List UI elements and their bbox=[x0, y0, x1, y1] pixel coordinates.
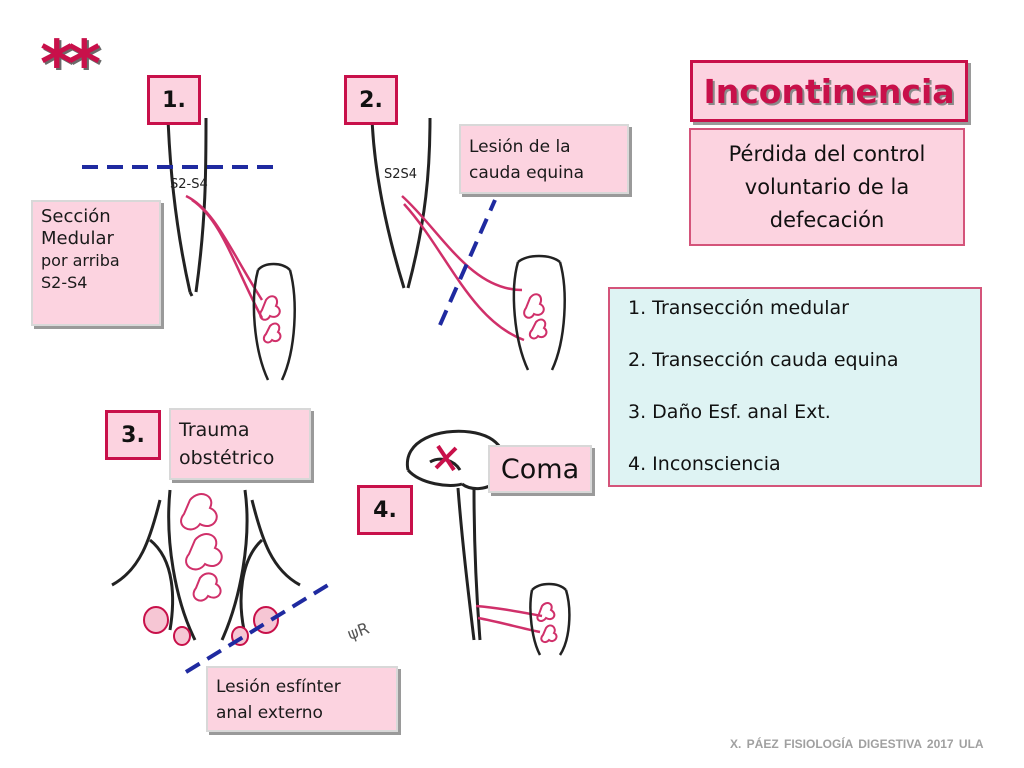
definition-line: Pérdida del control bbox=[728, 141, 926, 166]
list-item: 2. Transección cauda equina bbox=[628, 349, 899, 371]
panel4-x-mark bbox=[434, 444, 458, 472]
definition-text: Pérdida del control voluntario de la def… bbox=[719, 138, 936, 237]
title-box: Incontinencia bbox=[690, 60, 968, 122]
panel2-label-line: Lesión de la bbox=[469, 137, 571, 157]
panel4-rectum-content bbox=[536, 602, 558, 644]
panel2-dashed-cut bbox=[438, 199, 497, 326]
panel1-label: Sección Medular por arriba S2-S4 bbox=[31, 200, 161, 326]
panel2-label-line: cauda equina bbox=[469, 163, 585, 183]
panel2-number: 2. bbox=[344, 75, 398, 125]
panel1-label-line: Sección bbox=[41, 206, 111, 227]
panel3-pelvis bbox=[111, 489, 301, 641]
panel1-rectum-content bbox=[259, 295, 282, 344]
panel4-label-text: Coma bbox=[500, 453, 580, 485]
panel4-nerves bbox=[475, 604, 543, 634]
panel2-spinal-cord bbox=[370, 117, 432, 289]
panel4-label: Coma bbox=[488, 445, 592, 493]
causes-list: 1. Transección medular 2. Transección ca… bbox=[608, 287, 982, 487]
definition-box: Pérdida del control voluntario de la def… bbox=[689, 128, 965, 246]
panel2-nerves bbox=[401, 195, 525, 342]
panel1-label-line: por arriba bbox=[41, 251, 120, 270]
panel3-label-line: obstétrico bbox=[179, 447, 275, 469]
panel1-cord-label: S2-S4 bbox=[170, 177, 208, 192]
panel1-spinal-cord bbox=[166, 117, 208, 297]
list-item: 3. Daño Esf. anal Ext. bbox=[628, 401, 831, 423]
panel1-label-line: S2-S4 bbox=[41, 273, 88, 292]
footer-credit: X. PÁEZ FISIOLOGÍA DIGESTIVA 2017 ULA bbox=[730, 737, 984, 751]
list-item: 4. Inconsciencia bbox=[628, 453, 781, 475]
panel1-nerves bbox=[185, 194, 264, 319]
slide-title: Incontinencia bbox=[703, 71, 955, 111]
panel2-rectum-content bbox=[523, 293, 548, 340]
panel3-bottom-label: Lesión esfínter anal externo bbox=[206, 666, 398, 732]
panel3-label: Trauma obstétrico bbox=[169, 408, 311, 480]
panel1-label-line: Medular bbox=[41, 228, 114, 249]
panel4-rectum bbox=[529, 582, 571, 656]
panel3-dashed-cut bbox=[184, 583, 330, 674]
panel2-cord-label: S2S4 bbox=[384, 167, 417, 182]
panel3-signature-mark: ψR bbox=[345, 618, 372, 643]
panel3-bottom-label-line: Lesión esfínter bbox=[216, 677, 341, 697]
panel3-sphincter-muscles bbox=[143, 606, 279, 646]
panel3-label-line: Trauma bbox=[179, 419, 250, 441]
panel2-label: Lesión de la cauda equina bbox=[459, 124, 629, 194]
panel4-spinal-cord bbox=[456, 487, 482, 641]
panel3-bottom-label-line: anal externo bbox=[216, 703, 323, 723]
panel2-rectum bbox=[512, 254, 566, 371]
definition-line: defecación bbox=[769, 207, 885, 232]
panel3-intestine-content bbox=[180, 493, 223, 602]
panel4-number: 4. bbox=[357, 485, 413, 535]
panel1-number: 1. bbox=[147, 75, 201, 125]
definition-line: voluntario de la bbox=[744, 174, 910, 199]
list-item: 1. Transección medular bbox=[628, 297, 849, 319]
panel1-rectum bbox=[252, 262, 296, 381]
panel3-number: 3. bbox=[105, 410, 161, 460]
important-stars: ** bbox=[40, 28, 101, 102]
